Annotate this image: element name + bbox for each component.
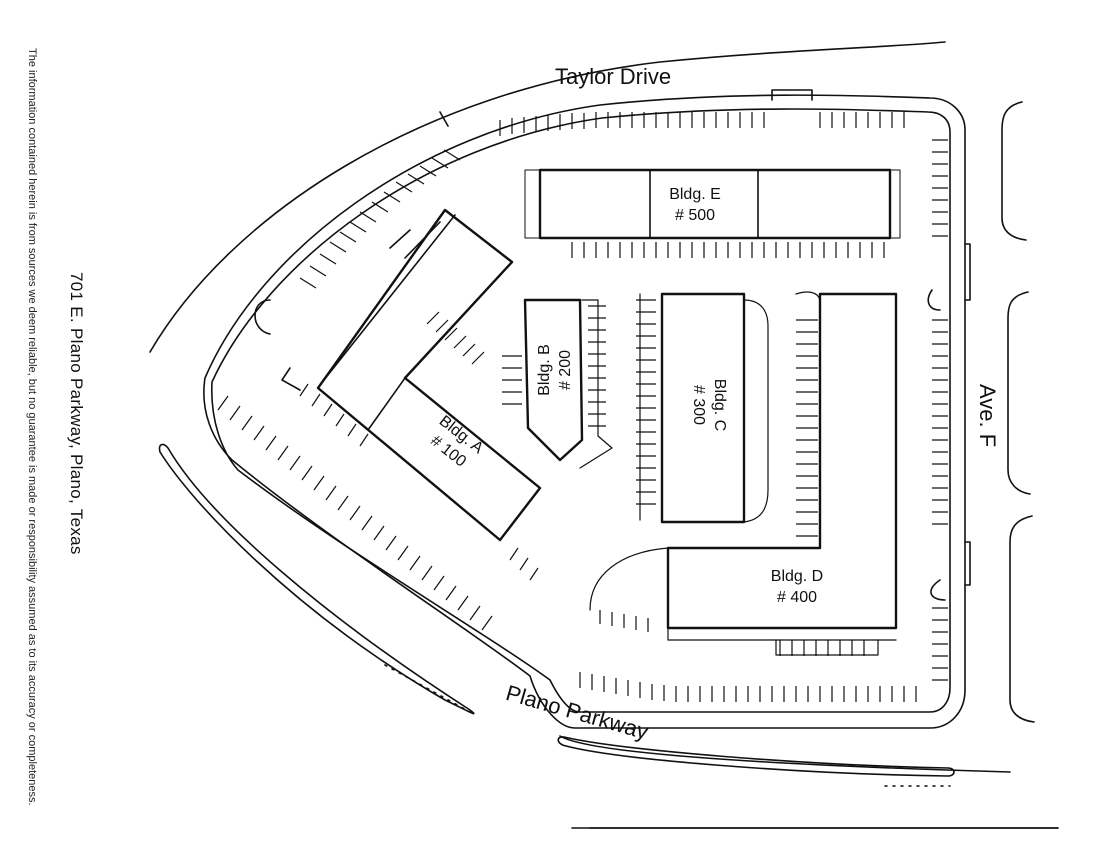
building-e-island <box>524 169 901 239</box>
stalls-plano-north <box>579 672 917 702</box>
disclaimer-text: The information contained herein is from… <box>26 48 38 806</box>
ave-f-entrance-north <box>964 243 971 301</box>
stalls-d-south <box>599 610 865 656</box>
building-b-number: # 200 <box>557 349 574 391</box>
ave-f-label: Ave. F <box>975 384 1000 448</box>
ave-f-curb-3 <box>1009 515 1035 723</box>
taylor-drive-north-curb <box>149 41 946 353</box>
stalls-c-west <box>636 299 656 505</box>
building-c-name: Bldg. C <box>711 378 728 432</box>
building-d-name: Bldg. D <box>770 568 824 585</box>
parking-stalls <box>217 112 948 702</box>
building-c-number: # 300 <box>690 384 707 426</box>
stalls-below-e <box>571 242 885 258</box>
building-b-name: Bldg. B <box>536 344 553 396</box>
stalls-southwest <box>217 383 539 631</box>
taylor-entrance <box>771 89 813 101</box>
building-b-label: Bldg. B # 200 <box>534 330 576 410</box>
building-e-label: Bldg. E # 500 <box>655 184 735 226</box>
taylor-drive-label: Taylor Drive <box>555 64 672 89</box>
dotted-line-1 <box>384 664 471 713</box>
inner-drive-islands <box>254 111 946 601</box>
building-d-label: Bldg. D # 400 <box>757 566 837 608</box>
building-c-label: Bldg. C # 300 <box>688 365 730 445</box>
ave-f-curb-2 <box>1007 291 1031 495</box>
plano-parkway-south-curb <box>559 735 1011 773</box>
stalls-west-curve <box>299 149 461 289</box>
ave-f-entrance-south <box>964 541 971 586</box>
stalls-taylor-north <box>499 112 905 136</box>
building-c <box>660 292 746 524</box>
building-e-number: # 500 <box>674 207 716 224</box>
plano-parkway-median-2 <box>557 736 955 777</box>
lot-inner-boundary <box>211 108 951 713</box>
plano-parkway-median <box>158 443 475 715</box>
lot-boundary <box>203 94 966 729</box>
building-b <box>523 298 584 462</box>
stalls-a-inner <box>426 311 485 365</box>
stalls-d-west <box>796 319 818 537</box>
stalls-b-east <box>588 305 606 427</box>
building-d-number: # 400 <box>776 589 818 606</box>
building-e-name: Bldg. E <box>669 186 721 203</box>
ave-f-curb-1 <box>1001 101 1027 241</box>
stalls-ave-f <box>932 139 948 681</box>
address-label: 701 E. Plano Parkway, Plano, Texas <box>67 272 86 555</box>
stalls-b-west <box>502 355 522 405</box>
building-a <box>316 208 542 542</box>
